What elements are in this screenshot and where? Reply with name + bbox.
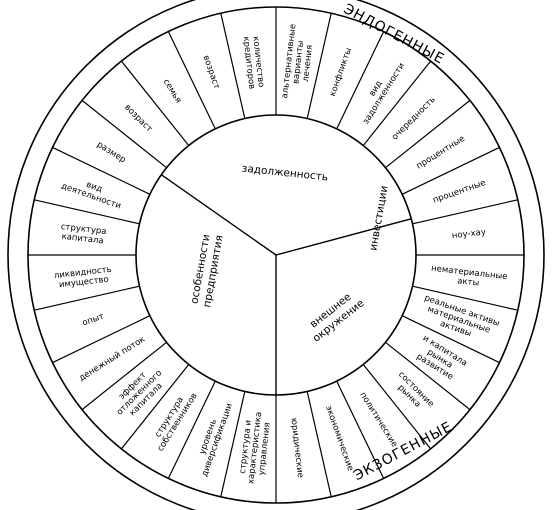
factor-divider bbox=[385, 341, 471, 411]
factor-label: экономические bbox=[323, 404, 355, 472]
core-label-investments: инвестиции bbox=[367, 185, 390, 252]
factor-label: политические bbox=[357, 390, 399, 449]
factor-divider bbox=[120, 364, 190, 450]
factor-divider bbox=[401, 146, 500, 195]
factor-label: количествокредиторов bbox=[241, 35, 266, 90]
factor-dividers bbox=[28, 7, 524, 503]
factor-label: структура ихарактеристикауправления bbox=[237, 410, 274, 485]
factor-divider bbox=[401, 315, 500, 364]
factor-divider bbox=[336, 380, 385, 479]
factor-divider bbox=[336, 31, 385, 130]
factor-label: конфликты bbox=[328, 47, 354, 98]
factor-divider bbox=[52, 146, 151, 195]
factor-divider bbox=[306, 391, 332, 497]
factor-label: опыт bbox=[81, 312, 106, 329]
factor-divider bbox=[412, 199, 518, 225]
factor-divider bbox=[52, 315, 151, 364]
factor-divider bbox=[120, 60, 190, 146]
factor-label: эффектотложенногокапитала bbox=[108, 362, 171, 425]
factor-divider bbox=[306, 13, 332, 119]
factor-label: ликвидностьимущество bbox=[53, 265, 113, 291]
factor-divider bbox=[362, 60, 432, 146]
core-label-company: особенностипредприятия bbox=[188, 232, 225, 308]
factor-label: возраст bbox=[122, 103, 154, 135]
factor-label: возраст bbox=[200, 54, 221, 90]
core-label-debt: задолженность bbox=[241, 163, 328, 184]
core-dividers bbox=[160, 174, 412, 395]
factor-divider bbox=[167, 380, 216, 479]
factor-divider bbox=[385, 99, 471, 169]
core-divider bbox=[160, 174, 277, 256]
factor-label: видзадолженности bbox=[353, 56, 407, 126]
factor-label: размер bbox=[95, 140, 128, 166]
core-divider bbox=[275, 218, 412, 256]
factor-divider bbox=[220, 13, 246, 119]
factor-label: процентные bbox=[415, 134, 467, 172]
outer-ring-circle bbox=[7, 0, 545, 510]
factor-divider bbox=[220, 391, 246, 497]
factor-label: ноу-хау bbox=[451, 227, 486, 241]
core-labels: задолженность инвестиции внешнееокружение о… bbox=[188, 163, 391, 345]
factor-label: юридические bbox=[288, 417, 305, 478]
ring-label-exogenous: ЭКЗОГЕННЫЕ bbox=[351, 419, 455, 484]
factor-divider bbox=[81, 99, 167, 169]
factor-divider bbox=[81, 341, 167, 411]
factor-label: нематериальныеакты bbox=[429, 264, 507, 292]
factor-label: структуракапитала bbox=[59, 222, 107, 247]
factor-divider bbox=[412, 285, 518, 311]
core-label-environment: внешнееокружение bbox=[303, 287, 367, 345]
factor-divider bbox=[34, 199, 140, 225]
factor-label: очередность bbox=[390, 95, 438, 143]
factor-label: процентные bbox=[432, 178, 487, 206]
factor-divider bbox=[362, 364, 432, 450]
ring-label-endogenous: ЭНДОГЕННЫЕ bbox=[341, 1, 447, 68]
factor-divider bbox=[34, 285, 140, 311]
factor-label: альтернативныевариантылечения bbox=[280, 23, 317, 101]
factor-label: семья bbox=[161, 77, 184, 105]
factor-label: и капиталарынкаразвитие bbox=[411, 333, 469, 384]
factor-divider bbox=[167, 31, 216, 130]
